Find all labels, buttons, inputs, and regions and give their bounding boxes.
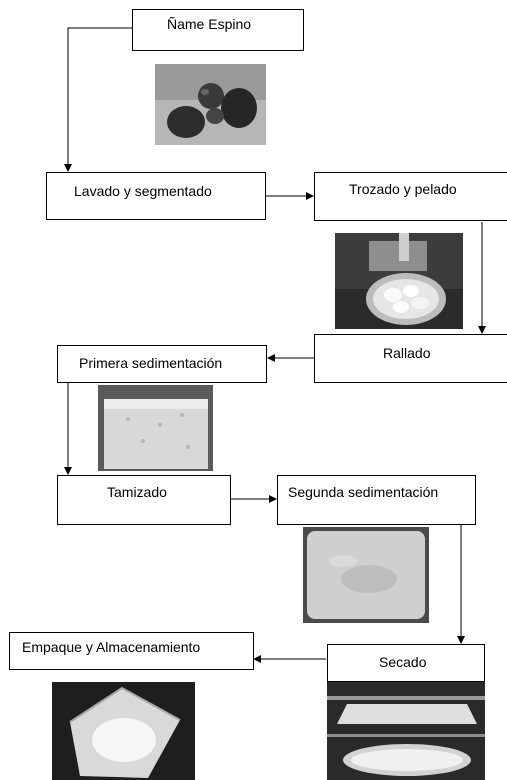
arrow-espino-to-lavado <box>64 27 132 172</box>
step-empaque-y-almacenamiento: Empaque y Almacenamiento <box>9 632 254 670</box>
step-label: Tamizado <box>107 484 167 500</box>
step-label: Secado <box>379 654 427 670</box>
step-label: Primera sedimentación <box>79 355 223 371</box>
drying-trays-photo <box>327 682 485 780</box>
second-sediment-tray-photo <box>303 527 429 623</box>
step-label: Segunda sedimentación <box>288 484 439 500</box>
step-secado: Secado <box>327 644 485 682</box>
step-primera-sedimentacion: Primera sedimentación <box>57 345 267 383</box>
step-tamizado: Tamizado <box>57 475 231 525</box>
starch-bag-photo <box>52 682 195 780</box>
peeled-yam-pieces-photo <box>335 233 463 329</box>
yam-tubers-photo <box>155 64 266 145</box>
first-sediment-tray-photo <box>98 385 213 471</box>
step-label: Rallado <box>383 345 431 361</box>
step-trozado-y-pelado: Trozado y pelado <box>314 172 507 221</box>
step-name-espino: Ñame Espino <box>132 9 304 51</box>
step-label: Ñame Espino <box>167 16 252 32</box>
step-lavado-y-segmentado: Lavado y segmentado <box>46 172 266 220</box>
step-label: Trozado y pelado <box>349 181 457 197</box>
step-rallado: Rallado <box>314 334 507 383</box>
step-label: Lavado y segmentado <box>74 183 212 199</box>
step-segunda-sedimentacion: Segunda sedimentación <box>277 475 476 525</box>
step-label: Empaque y Almacenamiento <box>22 639 201 655</box>
